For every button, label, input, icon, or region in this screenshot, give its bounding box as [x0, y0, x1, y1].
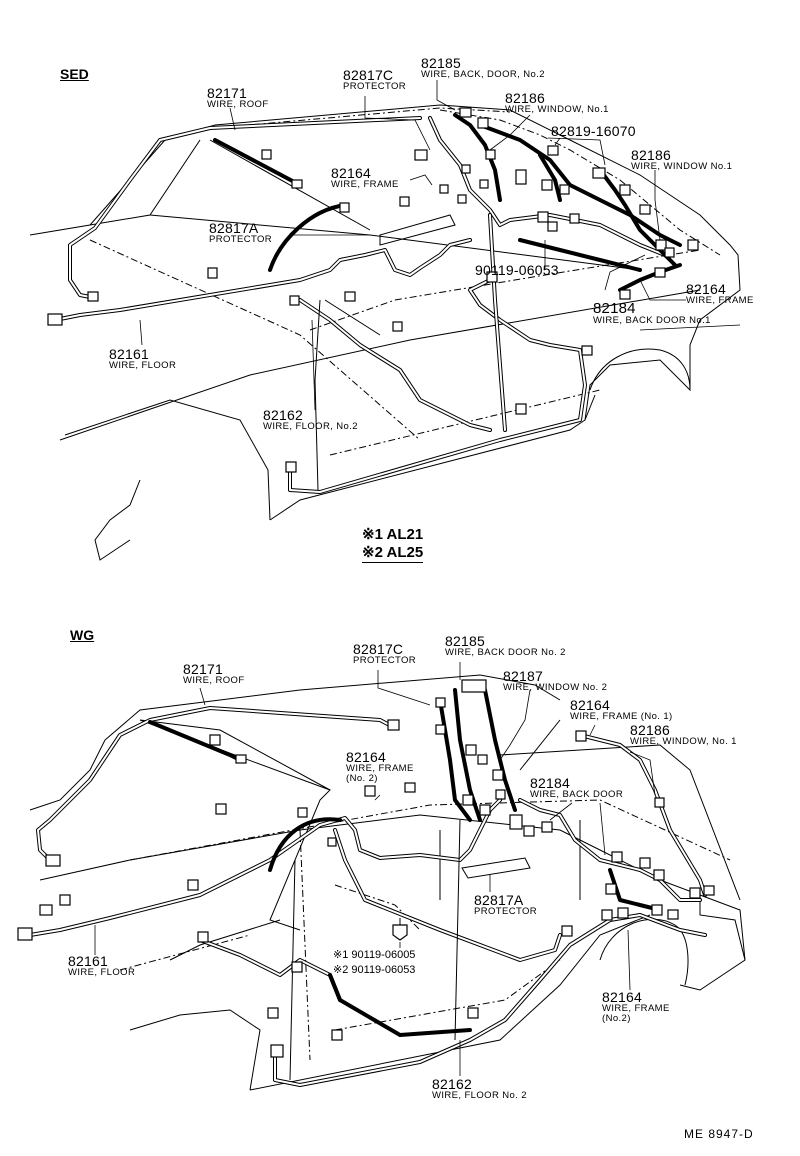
wg-label-82164-frame-1: 82164 WIRE, FRAME (No. 1) [570, 698, 673, 722]
part-name: WIRE, FLOOR No. 2 [432, 1090, 527, 1101]
wagon-connectors [17, 679, 715, 1058]
sed-label-82817a: 82817A PROTECTOR [209, 221, 272, 245]
part-name: PROTECTOR [474, 906, 538, 917]
part-name: WIRE, BACK DOOR No.1 [593, 315, 711, 326]
wg-label-82817a: 82817A PROTECTOR [474, 893, 537, 917]
sedan-leader-lines [139, 80, 741, 411]
wg-label-82187: 82187 WIRE, WINDOW No. 2 [503, 669, 607, 693]
wg-label-82161: 82161 WIRE, FLOOR [68, 954, 135, 978]
sed-label-90119-06053: 90119-06053 [475, 262, 559, 278]
figure-code: ME 8947-D [684, 1127, 754, 1141]
part-number: 82817A [474, 892, 524, 908]
sed-label-82184: 82184 WIRE, BACK DOOR No.1 [593, 301, 711, 326]
note-mark: ※1 [362, 526, 383, 543]
part-number: 82164 [346, 749, 386, 765]
wg-label-82164-frame-no2: 82164 WIRE, FRAME (No.2) [602, 990, 670, 1023]
part-number: 82817C [353, 641, 404, 657]
part-name-suffix: (No.2) [602, 1012, 631, 1024]
sed-note-1: ※1 AL21 [362, 527, 423, 542]
wg-bolt-note-2: ※2 90119-06053 [333, 965, 415, 976]
sed-section-heading: SED [60, 66, 89, 82]
part-number: 82162 [432, 1076, 472, 1092]
part-name: WIRE, FRAME [331, 179, 399, 190]
sed-note-2: ※2 AL25 [362, 544, 424, 563]
bolt-part-number: 90119-06005 [351, 949, 416, 961]
part-name: WIRE, FLOOR, No.2 [263, 421, 358, 432]
part-name: PROTECTOR [209, 234, 273, 245]
sed-label-82817c: 82817C PROTECTOR [343, 68, 406, 92]
wg-label-82184: 82184 WIRE, BACK DOOR [530, 776, 623, 800]
wg-label-82162: 82162 WIRE, FLOOR No. 2 [432, 1077, 527, 1101]
part-name: WIRE, BACK DOOR No. 2 [445, 647, 566, 658]
part-name: WIRE, WINDOW No. 2 [503, 682, 608, 693]
wg-label-82164-frame-2: 82164 WIRE, FRAME (No. 2) [346, 750, 414, 783]
sed-label-82164-frame: 82164 WIRE, FRAME [331, 166, 399, 190]
part-name: WIRE, ROOF [183, 675, 245, 686]
part-name: WIRE, FRAME [346, 763, 414, 774]
wagon-body-outline [29, 674, 746, 1091]
sed-label-82164-frame-rear: 82164 WIRE, FRAME [686, 282, 754, 306]
part-number: 82187 [503, 668, 543, 684]
part-name: WIRE, FLOOR [68, 967, 136, 978]
part-number: 82186 [505, 90, 545, 106]
part-name: WIRE, FRAME [686, 295, 754, 306]
part-number: 82164 [686, 281, 726, 297]
wg-label-82171: 82171 WIRE, ROOF [183, 662, 245, 686]
wg-bolt-note-1: ※1 90119-06005 [333, 950, 415, 961]
part-name: WIRE, WINDOW, No.1 [505, 104, 609, 115]
part-number: 82171 [207, 85, 247, 101]
part-number: 82164 [570, 697, 610, 713]
part-number: 82171 [183, 661, 223, 677]
part-number: 82164 [331, 165, 371, 181]
part-name: WIRE, BACK, DOOR, No.2 [421, 69, 545, 80]
note-text: AL21 [386, 526, 424, 543]
part-name-suffix: (No. 2) [346, 772, 378, 784]
part-number: 82161 [109, 346, 149, 362]
wagon-wires [28, 688, 707, 1087]
part-name: WIRE, WINDOW No.1 [631, 161, 733, 172]
note-mark: ※2 [362, 544, 383, 561]
wg-label-82185: 82185 WIRE, BACK DOOR No. 2 [445, 634, 566, 658]
part-name: WIRE, ROOF [207, 99, 269, 110]
bolt-part-number: 90119-06053 [351, 964, 416, 976]
sedan-wires [53, 113, 682, 494]
sedan-body-outline [29, 104, 741, 561]
sed-label-82186-window-1: 82186 WIRE, WINDOW, No.1 [505, 91, 609, 115]
part-number: 82817C [343, 67, 394, 83]
part-name: WIRE, BACK DOOR [530, 789, 624, 800]
sed-label-82185: 82185 WIRE, BACK, DOOR, No.2 [421, 56, 545, 80]
part-number: 82185 [445, 633, 485, 649]
part-name: WIRE, WINDOW, No. 1 [630, 736, 737, 747]
part-name: WIRE, FLOOR [109, 360, 177, 371]
part-number: 82185 [421, 55, 461, 71]
part-name: PROTECTOR [353, 655, 417, 666]
wg-label-82817c: 82817C PROTECTOR [353, 642, 416, 666]
part-number: 82186 [630, 722, 670, 738]
part-number: 82817A [209, 220, 259, 236]
sedan-connectors [47, 107, 699, 473]
note-text: AL25 [386, 544, 424, 561]
wagon-leader-lines [94, 662, 656, 1076]
sed-label-82819-16070: 82819-16070 [551, 123, 636, 139]
note-mark: ※2 [333, 964, 349, 976]
part-number: 82184 [530, 775, 570, 791]
part-number: 82161 [68, 953, 108, 969]
part-number: 82184 [593, 300, 636, 317]
part-number: 82186 [631, 147, 671, 163]
part-name: WIRE, FRAME [602, 1003, 670, 1014]
part-name: PROTECTOR [343, 81, 407, 92]
note-mark: ※1 [333, 949, 349, 961]
wg-label-82186: 82186 WIRE, WINDOW, No. 1 [630, 723, 737, 747]
part-number: 82164 [602, 989, 642, 1005]
sed-label-82162: 82162 WIRE, FLOOR, No.2 [263, 408, 358, 432]
sed-label-82161: 82161 WIRE, FLOOR [109, 347, 176, 371]
part-name: WIRE, FRAME (No. 1) [570, 711, 673, 722]
part-number: 82162 [263, 407, 303, 423]
wg-section-heading: WG [70, 627, 95, 643]
sed-label-82186-window-no1: 82186 WIRE, WINDOW No.1 [631, 148, 732, 172]
sed-label-82171: 82171 WIRE, ROOF [207, 86, 269, 110]
